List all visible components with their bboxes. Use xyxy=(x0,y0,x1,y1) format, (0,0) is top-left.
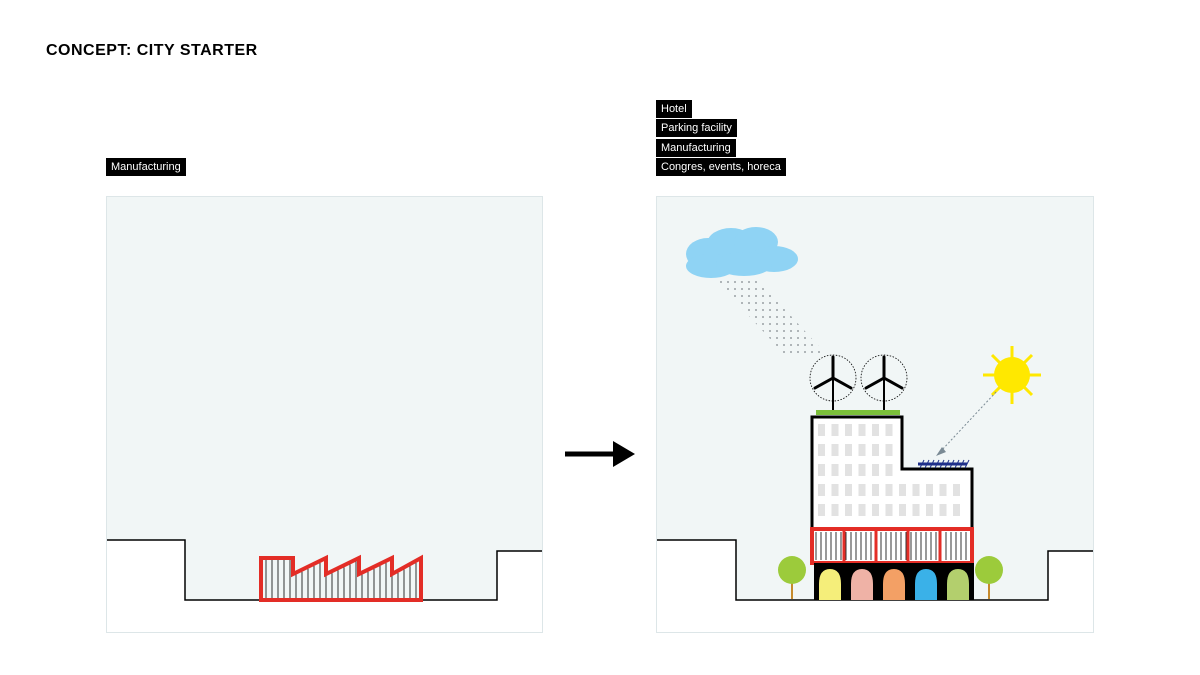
arch xyxy=(846,563,878,600)
arch xyxy=(910,563,942,600)
label-parking-facility: Parking facility xyxy=(656,119,737,137)
green-roof xyxy=(816,410,900,415)
left-panel xyxy=(106,196,543,633)
label-manufacturing-right: Manufacturing xyxy=(656,139,736,157)
congres-arches xyxy=(814,563,974,600)
arch xyxy=(814,563,846,600)
cloud-icon xyxy=(686,227,798,278)
manufacturing-floor xyxy=(810,527,974,565)
sun-icon xyxy=(983,346,1041,404)
label-manufacturing-left: Manufacturing xyxy=(106,158,186,176)
label-hotel: Hotel xyxy=(656,100,692,118)
right-panel xyxy=(656,196,1094,633)
arch xyxy=(942,563,974,600)
tree-icon xyxy=(778,556,806,599)
wind-turbine-icon xyxy=(809,354,857,410)
wind-turbine-icon xyxy=(860,354,908,410)
arrow-right-icon xyxy=(565,441,635,467)
solar-panel-icon xyxy=(918,459,970,469)
tree-icon xyxy=(975,556,1003,599)
page-title: CONCEPT: CITY STARTER xyxy=(46,42,258,59)
factory-icon xyxy=(259,554,423,602)
arch xyxy=(878,563,910,600)
hotel-windows xyxy=(818,424,960,516)
label-congres-events-horeca: Congres, events, horeca xyxy=(656,158,786,176)
